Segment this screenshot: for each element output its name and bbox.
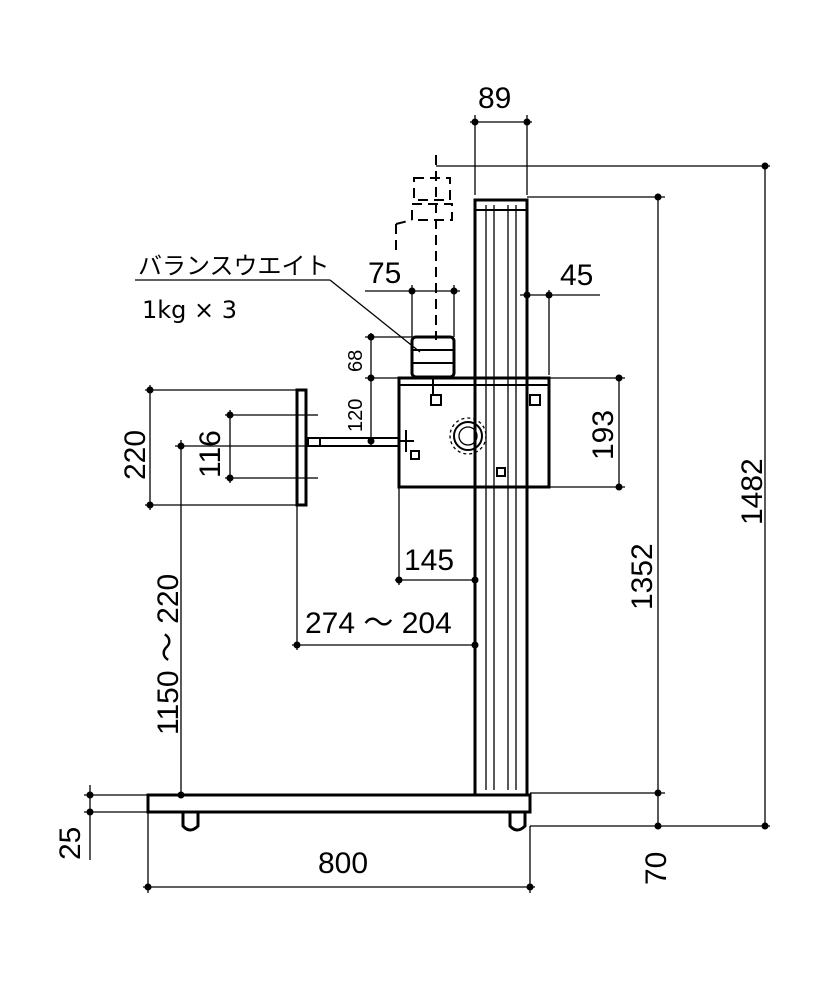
counterweight (410, 335, 456, 396)
counterweight-label: バランスウエイト 1kg × 3 (135, 252, 421, 353)
dim-column-height: 1352 (527, 193, 665, 830)
dim-height-range-text: 1150 ～ 220 (152, 574, 185, 735)
dim-arm-range: 274 ～ 204 (292, 505, 479, 650)
dim-arm-range-text: 274 ～ 204 (305, 607, 452, 640)
dim-base-length: 800 (143, 812, 535, 893)
counterweight-spec-text: 1kg × 3 (142, 296, 237, 324)
dim-25-text: 25 (54, 827, 87, 860)
dim-plate-220: 220 (119, 385, 297, 510)
dim-1482-text: 1482 (736, 458, 769, 525)
arm-and-mount (295, 388, 414, 507)
dim-plate-116: 116 (194, 410, 306, 483)
dim-68-120: 68 120 (345, 333, 412, 445)
dim-68-text: 68 (345, 350, 367, 372)
dim-base-thickness: 25 (54, 785, 148, 860)
dim-height-range: 1150 ～ 220 (152, 440, 310, 799)
counterweight-label-text: バランスウエイト (138, 252, 330, 280)
base-plate (146, 793, 532, 832)
dim-75-text: 75 (368, 257, 401, 290)
dim-45-text: 45 (560, 259, 593, 292)
dim-89-text: 89 (478, 82, 511, 115)
dim-70-text: 70 (640, 852, 673, 885)
vertical-column (473, 198, 529, 797)
top-pulley-dashed (395, 155, 453, 340)
dim-offset-45: 45 (520, 259, 600, 375)
dim-column-width: 89 (470, 82, 532, 195)
dim-weight-width: 75 (365, 257, 460, 337)
dim-top-height: 1482 (436, 162, 770, 830)
dim-116-text: 116 (194, 430, 227, 478)
dim-120-text: 120 (345, 399, 367, 432)
dim-1352-text: 1352 (626, 543, 659, 610)
dim-800-text: 800 (318, 847, 368, 880)
dim-caster-70: 70 (640, 852, 673, 885)
dim-145-text: 145 (404, 544, 454, 577)
camera-head-box (397, 376, 551, 489)
dim-head-145: 145 (395, 487, 479, 585)
dim-head-193: 193 (549, 374, 625, 491)
dim-193-text: 193 (587, 410, 620, 460)
dim-220-plate-text: 220 (119, 430, 152, 480)
